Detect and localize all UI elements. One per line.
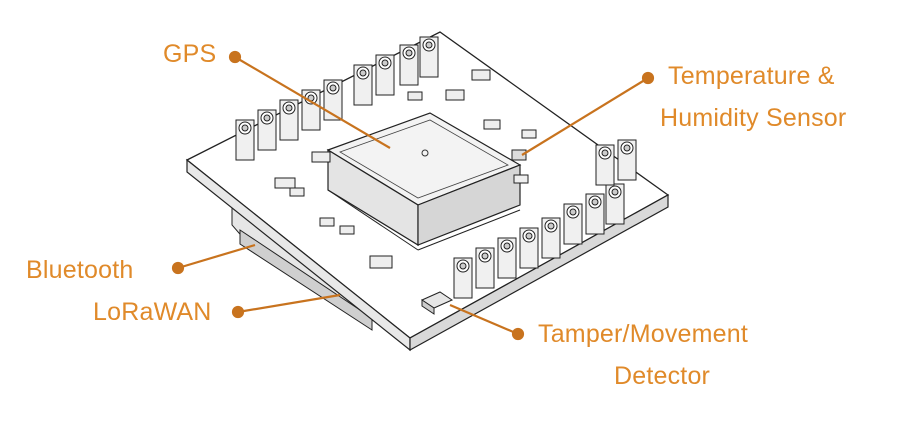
- tamper-leader-line: [449, 303, 519, 336]
- gps-module: [326, 112, 522, 251]
- temp-leader-line: [521, 77, 649, 156]
- connector-row-top: [235, 36, 439, 161]
- bluetooth-leader-dot: [171, 261, 185, 275]
- lorawan-leader-line: [237, 293, 341, 314]
- smd-components: [274, 69, 537, 269]
- gps-leader-dot: [228, 50, 242, 64]
- temperature-label-line1: Temperature &: [668, 62, 835, 90]
- leader-lines: [171, 50, 655, 341]
- temp-leader-dot: [641, 71, 655, 85]
- lorawan-leader-dot: [231, 305, 245, 319]
- detector-label-line2: Detector: [614, 362, 711, 390]
- bluetooth-leader-line: [177, 243, 256, 270]
- lorawan-label: LoRaWAN: [93, 298, 212, 326]
- bluetooth-label: Bluetooth: [26, 256, 134, 284]
- tamper-label-line1: Tamper/Movement: [538, 320, 749, 348]
- gps-label: GPS: [163, 40, 217, 68]
- gps-leader-line: [234, 56, 391, 149]
- tamper-detector: [420, 291, 454, 315]
- tamper-leader-dot: [511, 327, 525, 341]
- connector-row-bottom: [453, 139, 637, 299]
- humidity-sensor-label-line2: Humidity Sensor: [660, 104, 847, 132]
- temperature-humidity-sensor: [511, 149, 527, 161]
